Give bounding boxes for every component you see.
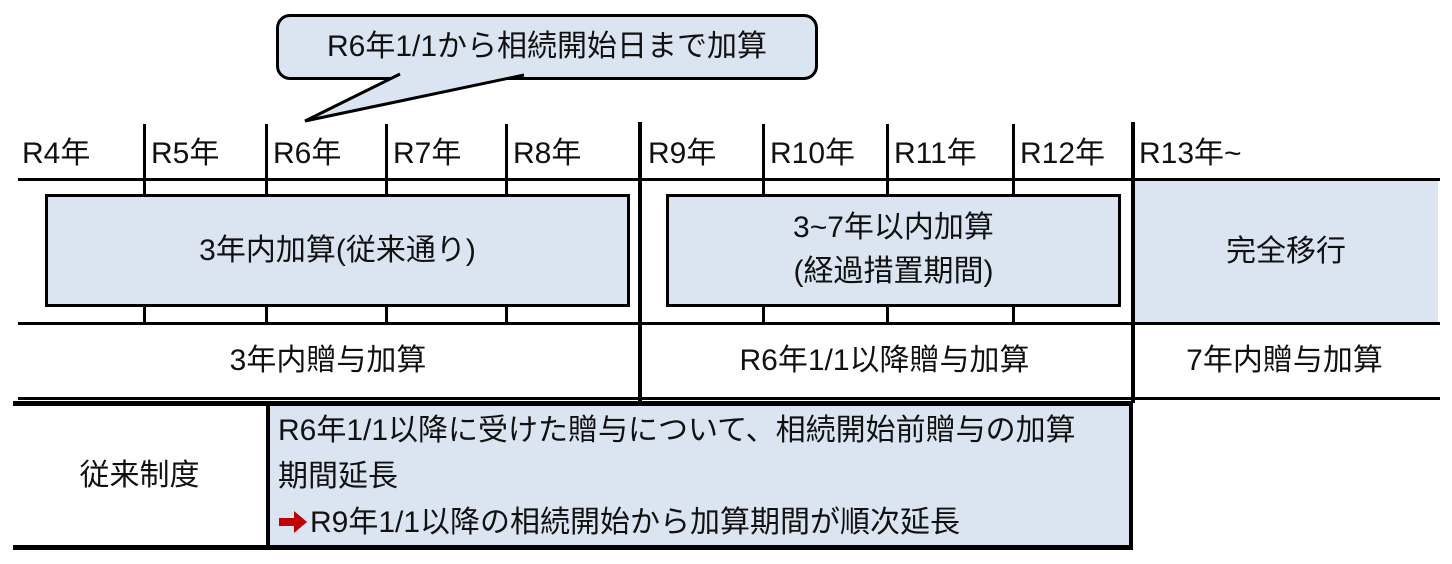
year-label-r6: R6年 xyxy=(273,137,342,170)
gift-addition-cell-right: 7年内贈与加算 xyxy=(1186,344,1383,377)
legacy-note-line1: R6年1/1以降に受けた贈与について、相続開始前贈与の加算 xyxy=(278,414,1076,447)
year-label-r4: R4年 xyxy=(22,137,91,170)
gift-addition-cell-left: 3年内贈与加算 xyxy=(229,344,427,377)
legacy-note-line3: R9年1/1以降の相続開始から加算期間が順次延長 xyxy=(278,500,1125,546)
year-label-r9: R9年 xyxy=(648,137,717,170)
legacy-bottom-line xyxy=(13,545,1133,550)
red-arrow-icon xyxy=(279,511,307,533)
phase2-box: 3~7年以内加算 (経過措置期間) xyxy=(666,194,1121,307)
section-divider-r13 xyxy=(1131,122,1135,403)
phase2-line2: (経過措置期間) xyxy=(793,255,994,288)
legacy-system-label: 従来制度 xyxy=(79,459,200,492)
callout-bubble: R6年1/1から相続開始日まで加算 xyxy=(276,14,818,80)
legacy-note-cell: R6年1/1以降に受けた贈与について、相続開始前贈与の加算 期間延長 R9年1/… xyxy=(270,406,1129,545)
year-label-r7: R7年 xyxy=(393,137,462,170)
timeline-baseline xyxy=(18,178,1440,181)
year-label-r5: R5年 xyxy=(151,137,220,170)
section-divider-r9 xyxy=(638,122,642,403)
phase1-box: 3年内加算(従来通り) xyxy=(45,194,630,307)
year-label-r11: R11年 xyxy=(894,137,977,170)
legacy-right-border xyxy=(1129,401,1133,550)
year-label-r13: R13年~ xyxy=(1139,137,1242,170)
year-label-r8: R8年 xyxy=(513,137,582,170)
year-label-r12: R12年 xyxy=(1020,137,1106,170)
phase2-line1: 3~7年以内加算 xyxy=(793,211,994,244)
row-bottom-line xyxy=(18,397,1440,400)
year-label-r10: R10年 xyxy=(770,137,856,170)
legacy-note-line3-text: R9年1/1以降の相続開始から加算期間が順次延長 xyxy=(310,506,961,539)
legacy-cell-divider xyxy=(266,401,270,550)
row-divider-line xyxy=(18,322,1440,325)
phase3-band: 完全移行 xyxy=(1134,181,1438,322)
legacy-note-line2: 期間延長 xyxy=(278,460,398,493)
gift-addition-cell-middle: R6年1/1以降贈与加算 xyxy=(739,344,1030,377)
legacy-top-line xyxy=(13,401,1133,406)
